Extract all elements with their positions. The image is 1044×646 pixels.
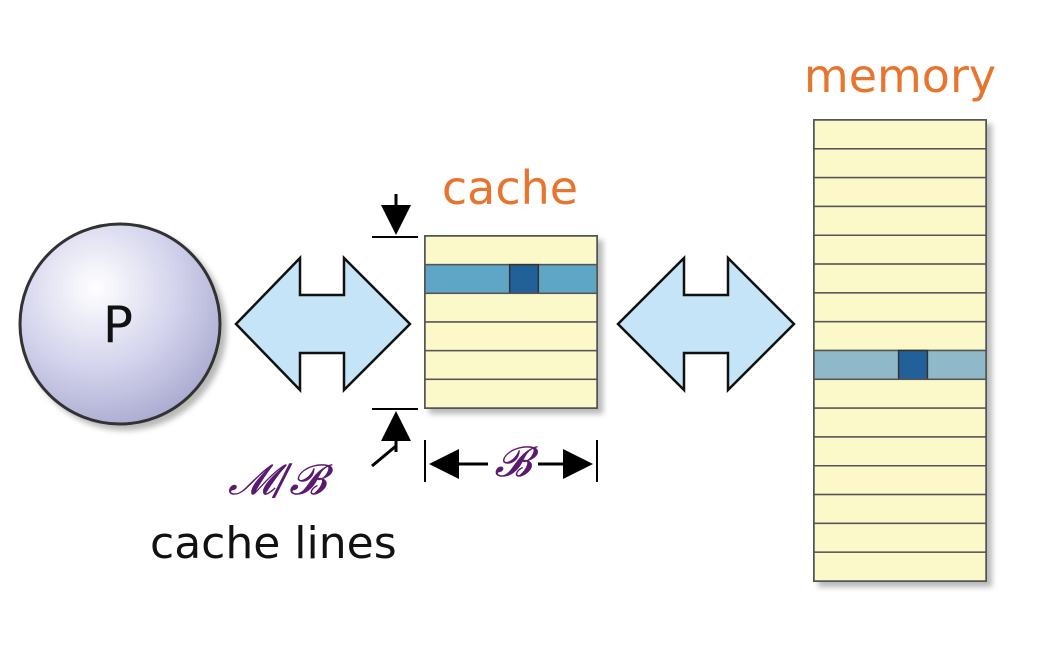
processor-label: P [103,296,133,354]
cache-label: cache [442,161,578,215]
memory-line [813,119,987,150]
cache-line [424,235,598,266]
memory-label: memory [804,49,996,103]
cache-line [424,349,598,381]
memory-line [813,465,987,496]
cache-line [424,378,598,409]
leader-line [371,444,397,468]
memory-data-block [897,349,929,381]
cache-data-block [508,263,540,295]
memory-line [813,320,987,352]
cache-line [424,321,598,352]
memory-line [813,378,987,409]
memory-line [813,407,987,438]
memory-line [813,522,987,553]
memory-line [813,551,987,582]
memory-line [813,234,987,265]
memory-line [813,436,987,467]
block-size-label: 𝓑 [494,437,539,486]
lines-count-label: 𝓜/𝓑 [228,455,334,504]
memory-line [813,493,987,525]
memory-line [813,176,987,208]
memory-line [813,205,987,236]
memory-line [813,292,987,323]
cache [424,235,598,409]
cache-lines-caption: cache lines [150,518,397,569]
cache-line [424,292,598,323]
memory-line [813,263,987,294]
processor-cache-arrow [234,254,412,394]
memory-line [813,148,987,179]
memory [813,119,987,582]
cache-memory-arrow [616,254,796,394]
processor-circle [18,222,222,426]
